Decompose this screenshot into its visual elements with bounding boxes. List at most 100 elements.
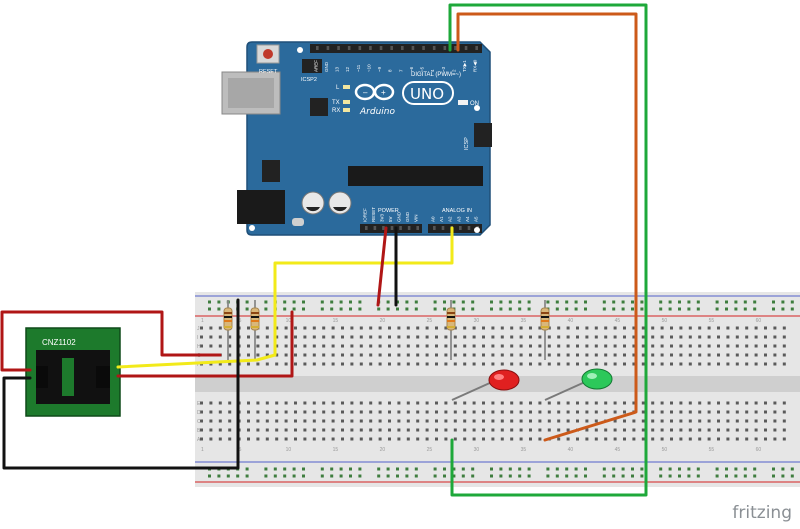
breadboard-hole xyxy=(444,410,448,414)
breadboard-hole xyxy=(717,326,720,330)
rail-hole xyxy=(574,474,578,478)
breadboard-hole xyxy=(388,335,391,339)
rail-hole xyxy=(349,467,352,471)
rail-hole xyxy=(790,307,794,311)
breadboard-hole xyxy=(688,401,692,405)
breadboard-hole xyxy=(585,353,589,357)
sensor-slot xyxy=(62,358,74,396)
breadboard-hole xyxy=(444,401,448,405)
breadboard-hole xyxy=(341,344,344,348)
breadboard-hole xyxy=(359,362,363,366)
breadboard-hole xyxy=(698,344,702,348)
breadboard-hole xyxy=(359,428,363,432)
breadboard-hole xyxy=(322,428,326,432)
breadboard-hole xyxy=(745,326,749,330)
pin-socket xyxy=(459,226,462,230)
breadboard-hole xyxy=(312,362,316,366)
rail-hole xyxy=(772,467,775,471)
resistor xyxy=(223,300,233,360)
pin-label: GND xyxy=(397,211,402,222)
breadboard-hole xyxy=(359,401,363,405)
rail-hole xyxy=(743,300,747,304)
breadboard-hole xyxy=(500,410,504,414)
breadboard-hole xyxy=(688,419,692,423)
breadboard-hole xyxy=(510,437,514,441)
breadboard-hole xyxy=(294,344,297,348)
pin-label: GND xyxy=(405,211,410,222)
breadboard-hole xyxy=(623,428,626,432)
breadboard-hole xyxy=(331,428,335,432)
breadboard-hole xyxy=(698,428,702,432)
breadboard-hole xyxy=(670,419,673,423)
breadboard-hole xyxy=(632,353,636,357)
breadboard-hole xyxy=(341,362,344,366)
breadboard-hole xyxy=(350,428,354,432)
pin-socket xyxy=(443,46,447,50)
breadboard-hole xyxy=(256,419,260,423)
breadboard-hole xyxy=(341,437,344,441)
rail-hole xyxy=(292,474,296,478)
breadboard-hole xyxy=(218,401,222,405)
breadboard-hole xyxy=(482,401,485,405)
column-number: 15 xyxy=(333,447,339,453)
breadboard-hole xyxy=(247,362,250,366)
breadboard-hole xyxy=(500,401,504,405)
row-letter: I xyxy=(197,335,198,341)
rail-hole xyxy=(396,474,399,478)
breadboard-hole xyxy=(256,362,260,366)
rail-hole xyxy=(527,300,531,304)
pin-socket xyxy=(379,46,383,50)
breadboard-hole xyxy=(228,335,232,339)
breadboard-hole xyxy=(265,428,269,432)
breadboard-hole xyxy=(726,335,730,339)
rail-hole xyxy=(273,474,277,478)
breadboard-hole xyxy=(406,353,410,357)
breadboard-hole xyxy=(585,362,589,366)
breadboard-hole xyxy=(660,326,664,330)
breadboard-hole xyxy=(566,326,570,330)
rail-hole xyxy=(602,307,606,311)
breadboard-hole xyxy=(782,353,786,357)
breadboard-hole xyxy=(604,326,608,330)
breadboard-hole xyxy=(679,326,683,330)
fritzing-brand: fritzing xyxy=(732,503,792,523)
breadboard-hole xyxy=(660,353,664,357)
breadboard-hole xyxy=(754,326,758,330)
breadboard-hole xyxy=(256,335,260,339)
rail-hole xyxy=(790,300,794,304)
pin-socket xyxy=(407,226,411,230)
reset-button-cap[interactable] xyxy=(263,49,273,59)
breadboard-hole xyxy=(265,419,269,423)
pin-socket xyxy=(390,226,394,230)
rail-hole xyxy=(772,307,775,311)
pin-label: 2 xyxy=(451,69,456,72)
breadboard-hole xyxy=(369,362,373,366)
rail-hole xyxy=(339,474,343,478)
rail-hole xyxy=(452,467,456,471)
breadboard-hole xyxy=(688,335,692,339)
breadboard-hole xyxy=(707,401,711,405)
breadboard-hole xyxy=(406,437,410,441)
rail-hole xyxy=(687,474,691,478)
breadboard-hole xyxy=(754,437,758,441)
breadboard-hole xyxy=(679,419,683,423)
sensor-emitter xyxy=(36,366,48,388)
red-led-body xyxy=(488,369,520,391)
breadboard-hole xyxy=(284,410,288,414)
breadboard-hole xyxy=(679,335,683,339)
breadboard-hole xyxy=(623,344,626,348)
breadboard-hole xyxy=(312,353,316,357)
breadboard-hole xyxy=(604,410,608,414)
rail-hole xyxy=(602,467,606,471)
svg-text:+: + xyxy=(381,88,386,97)
breadboard-hole xyxy=(425,428,429,432)
breadboard-hole xyxy=(294,410,297,414)
breadboard-hole xyxy=(228,344,232,348)
column-number: 25 xyxy=(427,318,433,324)
breadboard-hole xyxy=(707,335,711,339)
breadboard-hole xyxy=(331,410,335,414)
rail-hole xyxy=(461,467,465,471)
rail-hole xyxy=(405,300,409,304)
breadboard-hole xyxy=(764,410,767,414)
breadboard-hole xyxy=(322,410,326,414)
